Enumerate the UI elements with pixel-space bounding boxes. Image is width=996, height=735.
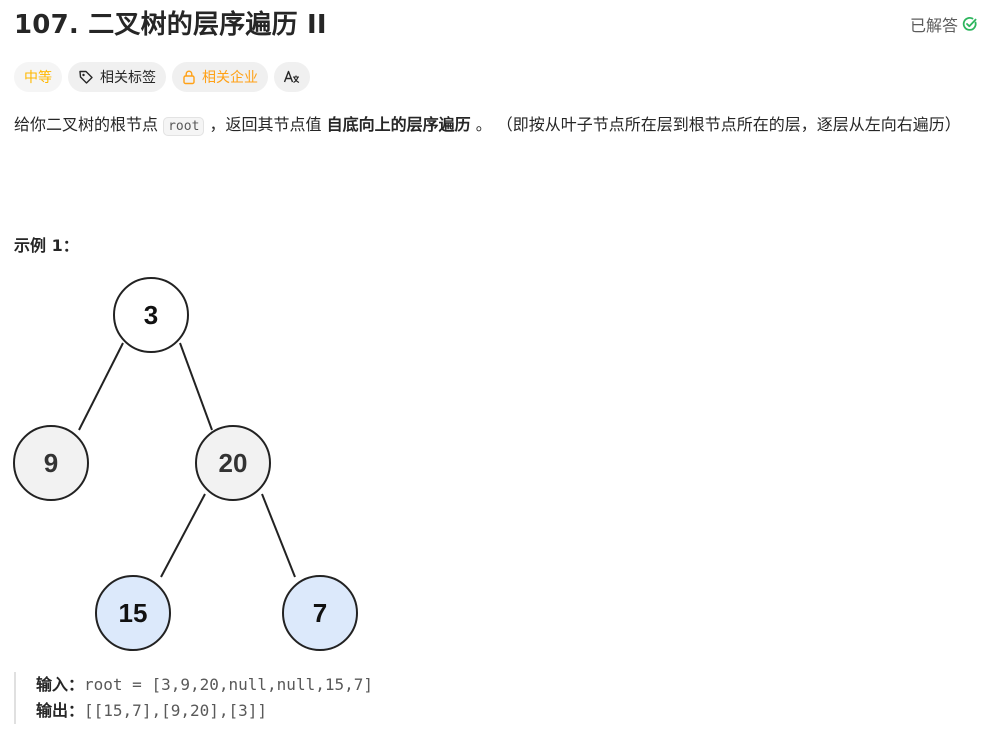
tag-bar: 中等 相关标签 相关企业	[14, 62, 310, 92]
node-circle-7	[282, 575, 358, 651]
node-label-3: 3	[144, 300, 158, 330]
translate-icon	[283, 69, 301, 85]
node-circle-3	[113, 277, 189, 353]
solved-label: 已解答	[909, 16, 958, 35]
inline-code-root: root	[163, 117, 205, 136]
check-circle-icon	[962, 16, 978, 32]
node-label-7: 7	[313, 598, 327, 628]
difficulty-label: 中等	[24, 70, 52, 86]
node-label-15: 15	[119, 598, 148, 628]
input-value: root = [3,9,20,null,null,15,7]	[84, 675, 373, 694]
node-label-20: 20	[219, 448, 248, 478]
edge-20-7	[261, 493, 296, 578]
topics-tag-label: 相关标签	[100, 70, 156, 86]
output-value: [[15,7],[9,20],[3]]	[84, 701, 268, 720]
edge-3-9	[78, 342, 124, 431]
companies-tag-button[interactable]: 相关企业	[172, 62, 268, 92]
solved-status: 已解答	[910, 12, 978, 36]
difficulty-badge[interactable]: 中等	[14, 62, 62, 92]
description-text-2: ，返回其节点值	[204, 115, 327, 134]
node-circle-20	[195, 425, 271, 501]
example-io-block: 输入：root = [3,9,20,null,null,15,7] 输出：[[1…	[14, 672, 373, 724]
description-text-3: 。 （即按从叶子节点所在层到根节点所在的层，逐层从左向右遍历）	[470, 115, 961, 134]
companies-tag-label: 相关企业	[202, 70, 258, 86]
node-circle-15	[95, 575, 171, 651]
input-label: 输入：	[36, 675, 85, 694]
lock-icon	[182, 69, 196, 85]
translate-button[interactable]	[274, 62, 310, 92]
tag-icon	[78, 69, 94, 85]
problem-description: 给你二叉树的根节点 root ，返回其节点值 自底向上的层序遍历 。 （即按从叶…	[14, 112, 980, 140]
description-emphasis: 自底向上的层序遍历	[326, 115, 471, 134]
tree-nodes	[13, 277, 358, 651]
example-input-line: 输入：root = [3,9,20,null,null,15,7]	[36, 672, 373, 698]
node-circle-9	[13, 425, 89, 501]
example-output-line: 输出：[[15,7],[9,20],[3]]	[36, 698, 373, 724]
problem-title: 107. 二叉树的层序遍历 II	[14, 10, 327, 40]
description-text-1: 给你二叉树的根节点	[14, 115, 164, 134]
edge-20-15	[160, 493, 206, 578]
edge-3-20	[179, 342, 213, 431]
example-label: 示例 1：	[14, 236, 79, 255]
node-label-9: 9	[44, 448, 58, 478]
output-label: 输出：	[36, 701, 85, 720]
binary-tree-diagram: 3 9 20 15 7	[13, 277, 358, 651]
topics-tag-button[interactable]: 相关标签	[68, 62, 166, 92]
